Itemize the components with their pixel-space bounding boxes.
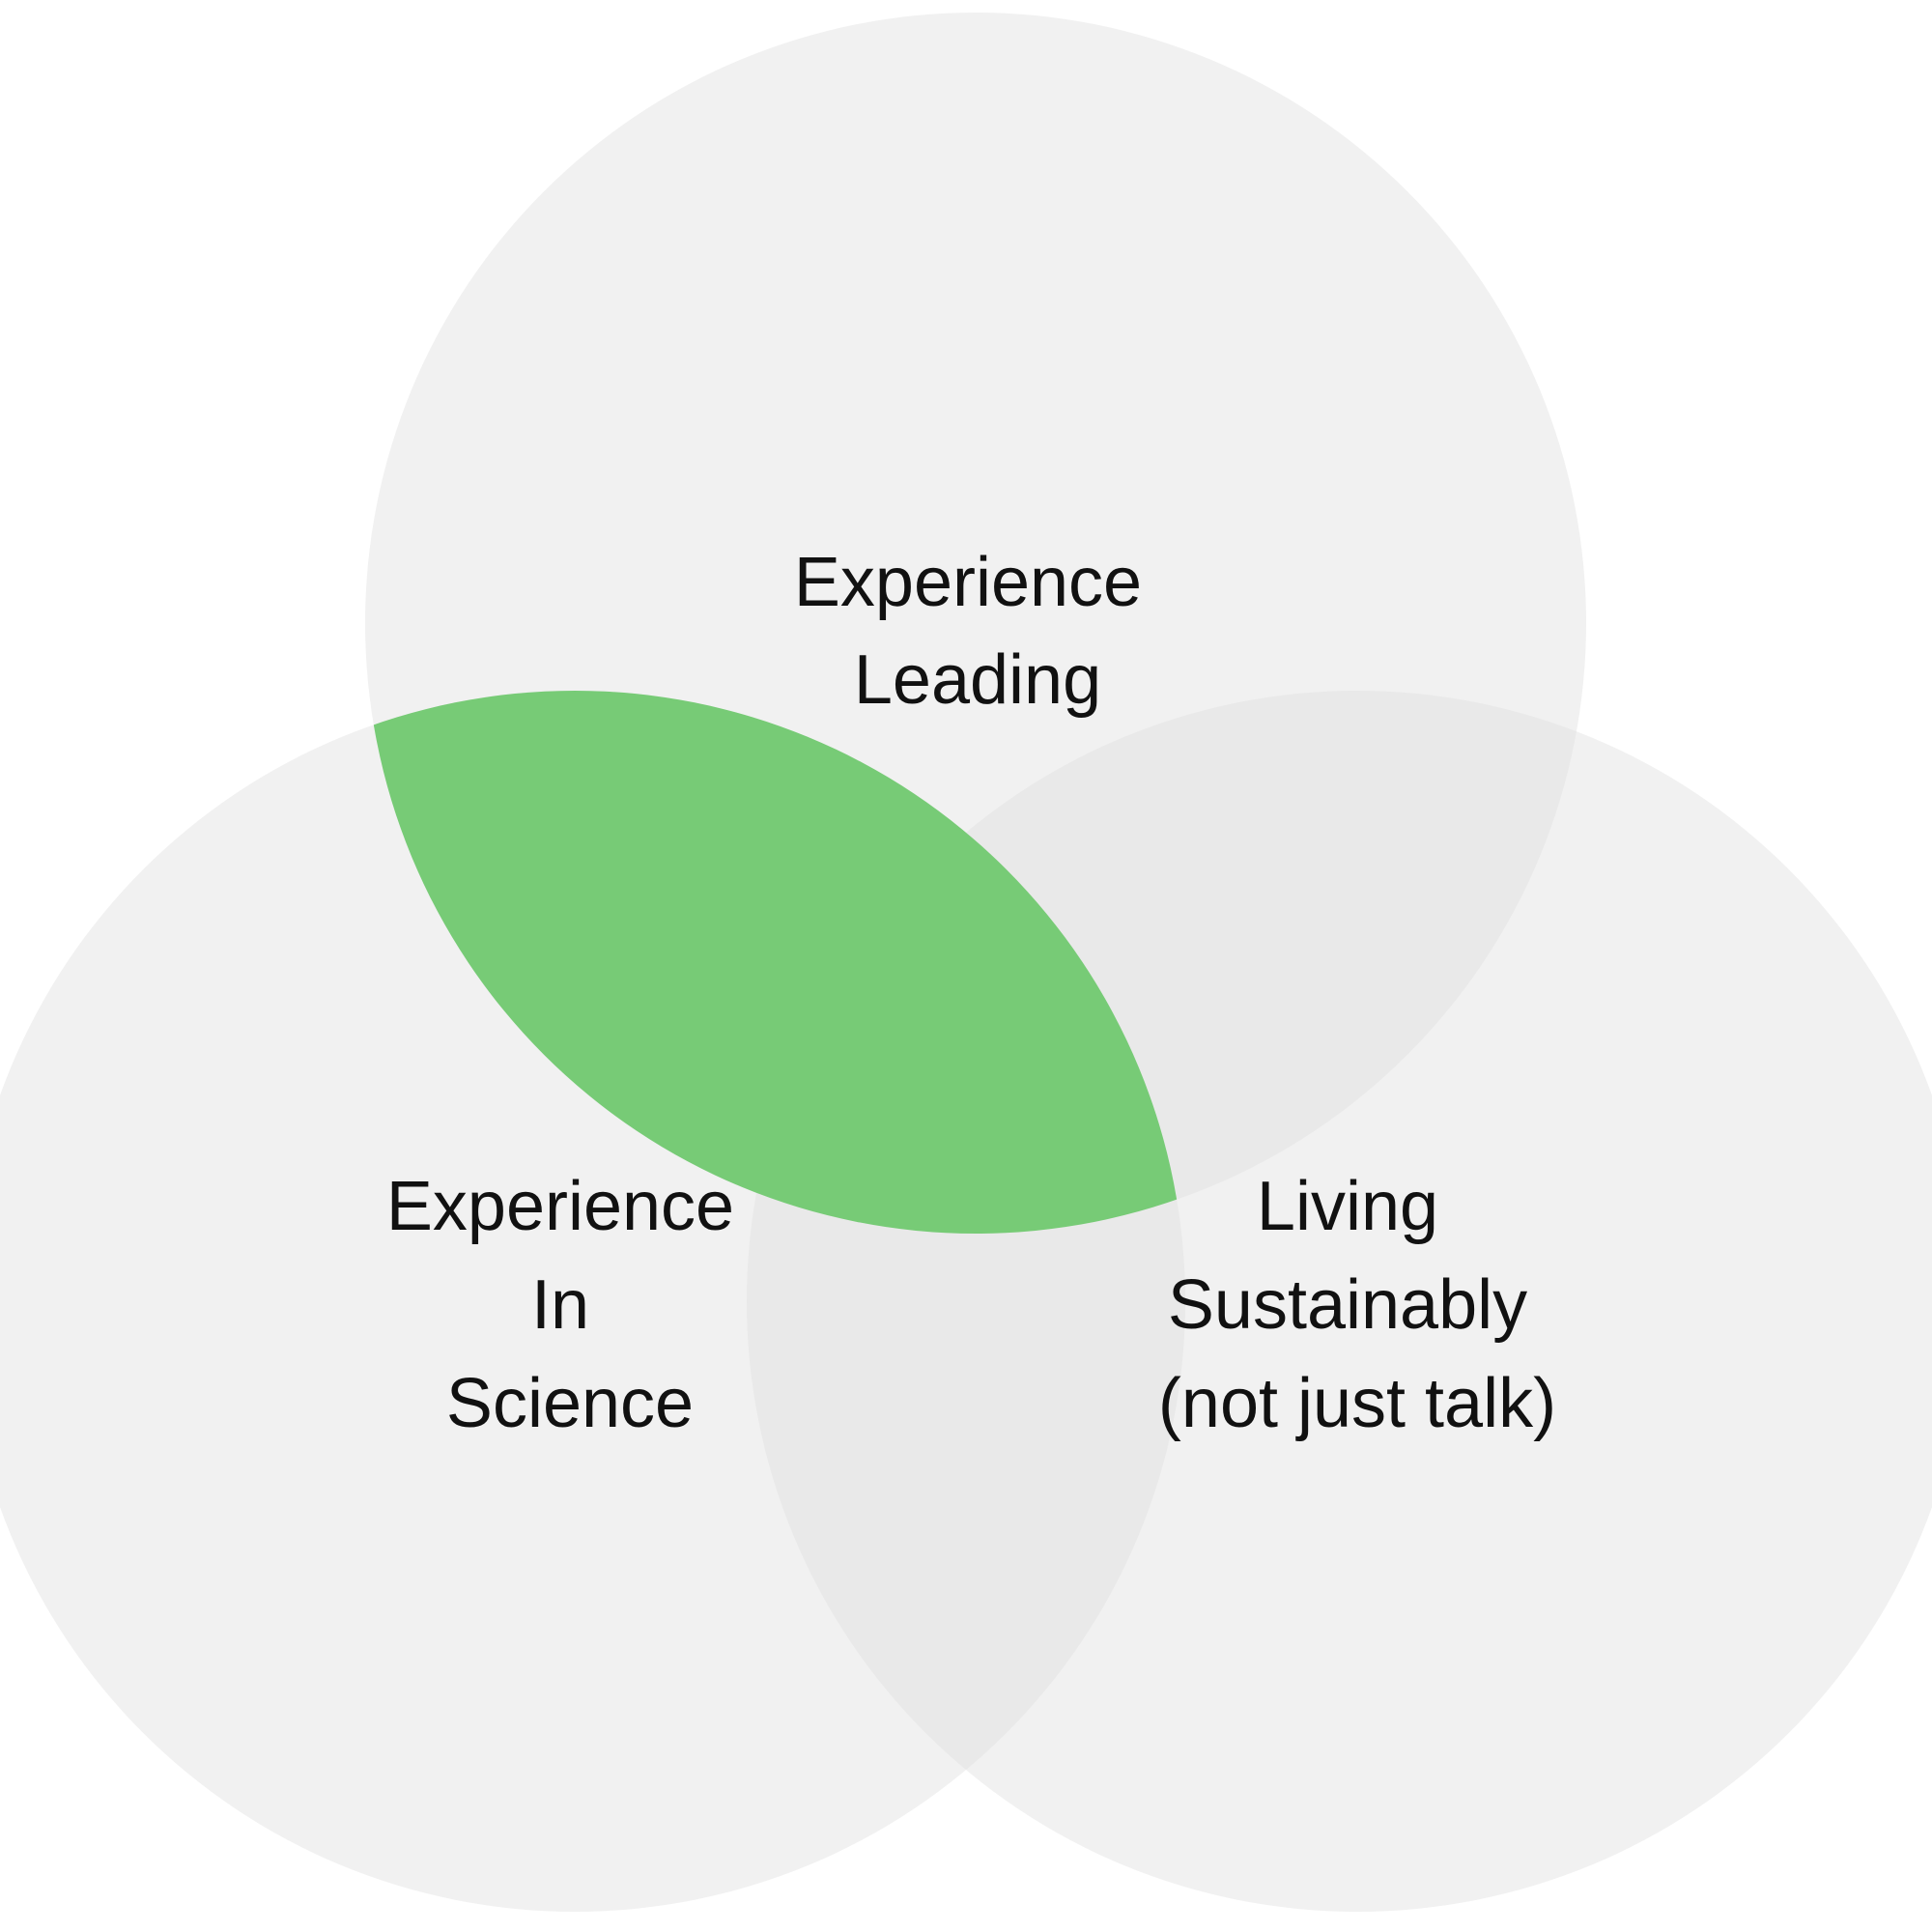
- label-line: Experience: [794, 544, 1142, 621]
- label-line: In: [531, 1266, 589, 1344]
- label-line: Leading: [854, 641, 1101, 719]
- label-living-sustainably: Living Sustainably (not just talk): [1158, 1168, 1556, 1442]
- label-line: (not just talk): [1158, 1365, 1556, 1442]
- label-experience-in-science: Experience In Science: [386, 1168, 753, 1442]
- label-line: Experience: [386, 1168, 734, 1245]
- label-line: Science: [446, 1365, 694, 1442]
- label-experience-leading: Experience Leading: [794, 544, 1161, 719]
- label-line: Sustainably: [1168, 1266, 1527, 1344]
- label-line: Living: [1257, 1168, 1438, 1245]
